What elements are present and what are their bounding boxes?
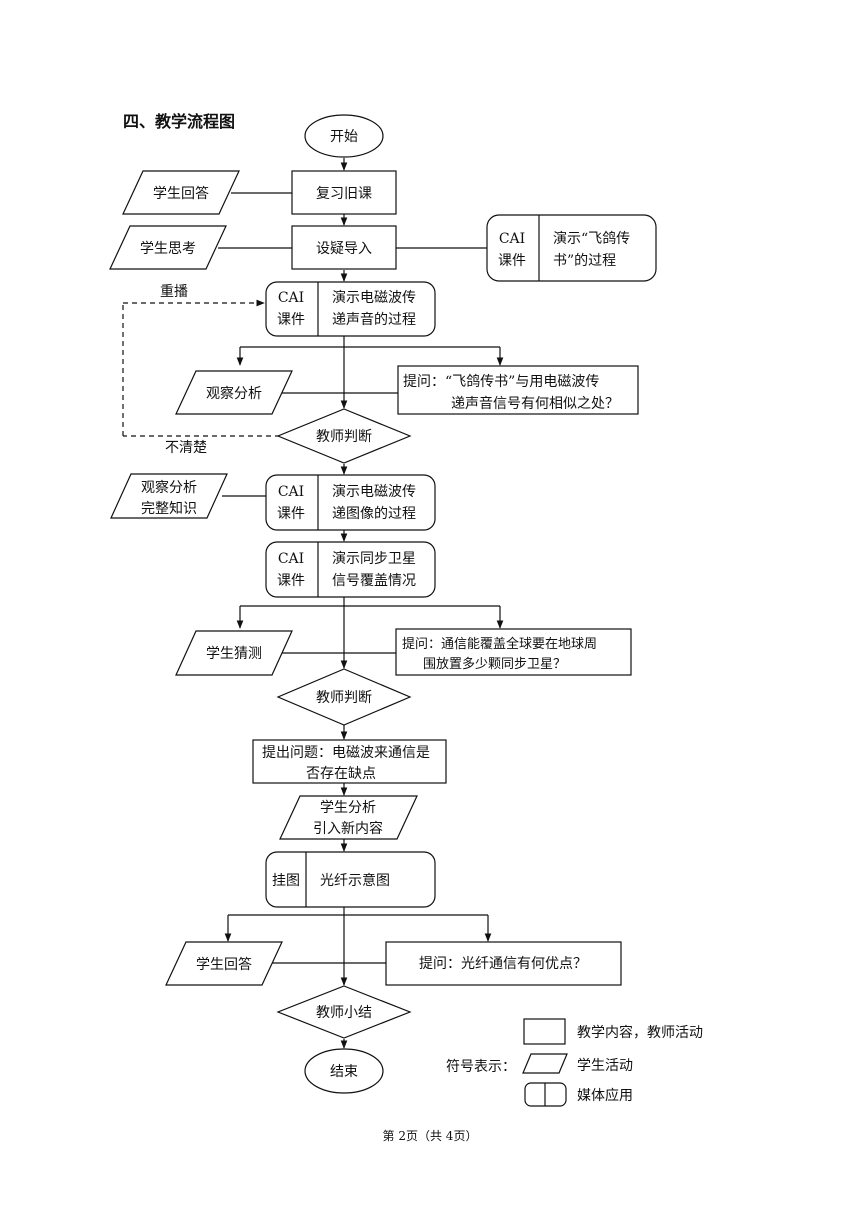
student-answer-parallelogram: 学生回答 [122,170,240,215]
media-satellite-demo: CAI 课件 演示同步卫星 信号覆盖情况 [265,541,436,598]
media-pigeon-demo: CAI 课件 演示“飞鸽传 书”的过程 [486,214,657,282]
svg-text:围放置多少颗同步卫星？: 围放置多少颗同步卫星？ [423,656,566,672]
svg-text:结束: 结束 [330,1064,358,1080]
svg-text:完整知识: 完整知识 [141,500,197,517]
svg-text:开始: 开始 [330,129,358,145]
svg-text:课件: 课件 [277,506,305,522]
legend-rect-icon [523,1018,566,1045]
legend: 符号表示： 教学内容，教师活动 学生活动 媒体应用 [446,1018,703,1107]
observe-parallelogram: 观察分析 [175,370,293,415]
teacher-judge-diamond-1: 教师判断 [276,408,412,464]
student-analyze-parallelogram: 学生分析 引入新内容 [279,795,418,840]
svg-text:否存在缺点: 否存在缺点 [306,766,376,782]
media-sound-demo: CAI 课件 演示电磁波传 递声音的过程 [265,281,436,337]
svg-text:学生回答: 学生回答 [153,185,209,202]
svg-text:观察分析: 观察分析 [141,479,197,496]
svg-text:教师判断: 教师判断 [316,429,372,445]
svg-text:演示电磁波传: 演示电磁波传 [332,290,416,306]
question-pigeon-box: 提问：“飞鸽传书”与用电磁波传 递声音信号有何相似之处？ [397,365,639,415]
start-node: 开始 [304,114,384,158]
observe-complete-parallelogram: 观察分析 完整知识 [110,473,228,519]
svg-text:提问：“飞鸽传书”与用电磁波传: 提问：“飞鸽传书”与用电磁波传 [403,373,599,390]
svg-text:课件: 课件 [498,253,526,269]
svg-text:书”的过程: 书”的过程 [553,253,616,269]
svg-text:挂图: 挂图 [272,873,300,889]
student-think-parallelogram: 学生思考 [109,225,227,270]
page-footer: 第 2页（共 4页） [383,1129,478,1143]
teacher-judge-diamond-2: 教师判断 [276,668,412,726]
end-node: 结束 [304,1048,384,1094]
svg-text:提出问题：电磁波来通信是: 提出问题：电磁波来通信是 [262,745,430,761]
svg-text:演示“飞鸽传: 演示“飞鸽传 [553,230,630,247]
question-satellite-box: 提问：通信能覆盖全球要在地球周 围放置多少颗同步卫星？ [395,628,632,676]
unclear-label: 不清楚 [165,440,207,456]
media-fiber-chart: 挂图 光纤示意图 [265,851,436,908]
student-answer-parallelogram-2: 学生回答 [165,941,283,986]
legend-teaching: 教学内容，教师活动 [577,1024,703,1041]
legend-parallelogram-icon [522,1053,568,1074]
intro-box: 设疑导入 [291,225,397,270]
svg-text:提问：通信能覆盖全球要在地球周: 提问：通信能覆盖全球要在地球周 [402,636,597,652]
svg-text:学生回答: 学生回答 [196,956,252,973]
svg-text:CAI: CAI [499,231,525,247]
question-fiber-box: 提问：光纤通信有何优点？ [385,941,622,986]
svg-text:复习旧课: 复习旧课 [316,185,372,202]
svg-text:教师判断: 教师判断 [316,690,372,706]
raise-question-box: 提出问题：电磁波来通信是 否存在缺点 [252,739,447,784]
svg-text:设疑导入: 设疑导入 [316,241,372,257]
svg-text:CAI: CAI [278,551,304,567]
svg-text:学生猜测: 学生猜测 [206,646,262,662]
review-box: 复习旧课 [291,170,397,215]
svg-text:演示同步卫星: 演示同步卫星 [332,551,416,567]
svg-text:递图像的过程: 递图像的过程 [332,506,416,522]
svg-text:引入新内容: 引入新内容 [313,820,383,837]
svg-text:学生思考: 学生思考 [140,241,196,257]
svg-text:递声音信号有何相似之处？: 递声音信号有何相似之处？ [451,395,619,412]
teacher-summary-diamond: 教师小结 [276,985,412,1039]
legend-prefix: 符号表示： [446,1059,516,1075]
svg-text:CAI: CAI [278,484,304,500]
media-image-demo: CAI 课件 演示电磁波传 递图像的过程 [265,474,436,531]
svg-text:提问：光纤通信有何优点？: 提问：光纤通信有何优点？ [419,956,587,972]
student-guess-parallelogram: 学生猜测 [175,630,293,676]
svg-text:课件: 课件 [277,312,305,328]
svg-text:学生分析: 学生分析 [320,800,376,816]
svg-text:教师小结: 教师小结 [316,1005,372,1021]
svg-text:CAI: CAI [278,290,304,306]
legend-media: 媒体应用 [577,1087,633,1104]
svg-text:信号覆盖情况: 信号覆盖情况 [332,573,416,589]
replay-label: 重播 [160,284,188,300]
connectors [122,158,504,1049]
svg-text:观察分析: 观察分析 [206,385,262,402]
svg-text:递声音的过程: 递声音的过程 [332,311,416,328]
page-heading: 四、教学流程图 [123,112,235,131]
svg-text:课件: 课件 [277,573,305,589]
svg-text:演示电磁波传: 演示电磁波传 [332,484,416,500]
svg-text:光纤示意图: 光纤示意图 [320,872,390,889]
legend-student: 学生活动 [577,1058,633,1074]
